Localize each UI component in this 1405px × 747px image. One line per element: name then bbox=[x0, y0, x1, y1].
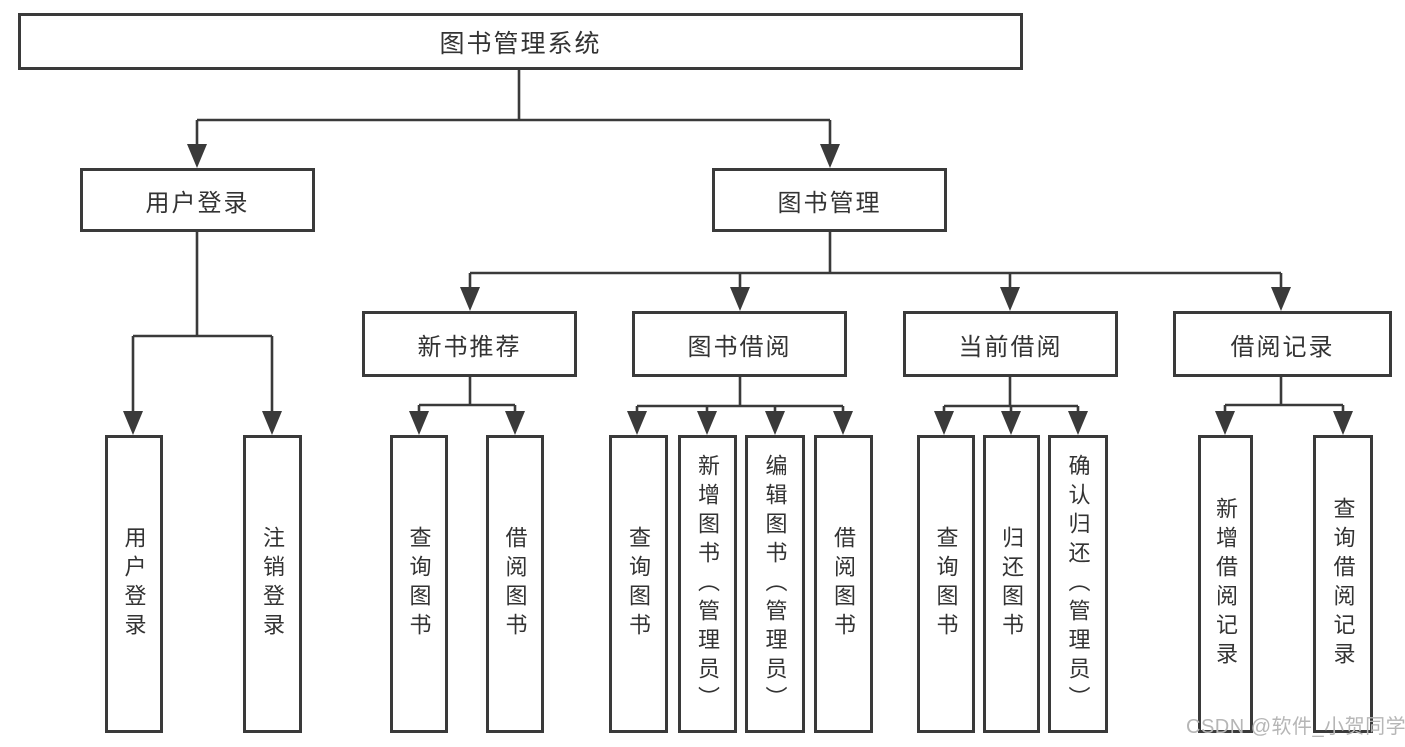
leaf-borrow-book-recommend-label: 借阅图书 bbox=[502, 526, 528, 642]
leaf-query-borrow-record-label: 查询借阅记录 bbox=[1330, 497, 1356, 671]
node-borrowing-records: 借阅记录 bbox=[1173, 311, 1392, 377]
leaf-add-book-admin: 新增图书（管理员） bbox=[678, 435, 737, 733]
node-book-borrowing: 图书借阅 bbox=[632, 311, 847, 377]
leaf-query-book-borrow-label: 查询图书 bbox=[626, 526, 652, 642]
leaf-borrow-book-recommend: 借阅图书 bbox=[486, 435, 544, 733]
leaf-confirm-return-admin: 确认归还（管理员） bbox=[1048, 435, 1108, 733]
leaf-return-book-label: 归还图书 bbox=[999, 526, 1025, 642]
leaf-query-book-recommend: 查询图书 bbox=[390, 435, 448, 733]
leaf-edit-book-admin-label: 编辑图书（管理员） bbox=[762, 453, 788, 715]
leaf-edit-book-admin: 编辑图书（管理员） bbox=[745, 435, 805, 733]
node-new-book-recommend-label: 新书推荐 bbox=[417, 333, 522, 361]
leaf-query-book-borrow: 查询图书 bbox=[609, 435, 668, 733]
leaf-borrow-book-borrow-label: 借阅图书 bbox=[831, 526, 857, 642]
leaf-add-book-admin-label: 新增图书（管理员） bbox=[695, 453, 721, 715]
node-current-borrowing-label: 当前借阅 bbox=[958, 333, 1063, 361]
node-new-book-recommend: 新书推荐 bbox=[362, 311, 577, 377]
leaf-confirm-return-admin-label: 确认归还（管理员） bbox=[1065, 453, 1091, 715]
leaf-return-book: 归还图书 bbox=[983, 435, 1040, 733]
node-library-system-label: 图书管理系统 bbox=[439, 29, 602, 58]
leaf-user-login-label: 用户登录 bbox=[121, 526, 147, 642]
node-user-login-label: 用户登录 bbox=[145, 189, 250, 217]
node-borrowing-records-label: 借阅记录 bbox=[1230, 333, 1335, 361]
leaf-logout: 注销登录 bbox=[243, 435, 302, 733]
leaf-add-borrow-record-label: 新增借阅记录 bbox=[1213, 497, 1239, 671]
csdn-watermark: CSDN @软件_小贺同学 bbox=[1186, 716, 1405, 738]
node-book-management-label: 图书管理 bbox=[777, 189, 882, 217]
node-book-borrowing-label: 图书借阅 bbox=[687, 333, 792, 361]
leaf-add-borrow-record: 新增借阅记录 bbox=[1198, 435, 1253, 733]
leaf-query-borrow-record: 查询借阅记录 bbox=[1313, 435, 1373, 733]
leaf-query-book-current-label: 查询图书 bbox=[933, 526, 959, 642]
node-user-login: 用户登录 bbox=[80, 168, 315, 232]
leaf-query-book-current: 查询图书 bbox=[917, 435, 975, 733]
leaf-user-login: 用户登录 bbox=[105, 435, 163, 733]
leaf-borrow-book-borrow: 借阅图书 bbox=[814, 435, 873, 733]
node-current-borrowing: 当前借阅 bbox=[903, 311, 1118, 377]
leaf-logout-label: 注销登录 bbox=[260, 526, 286, 642]
node-library-system: 图书管理系统 bbox=[18, 13, 1023, 70]
leaf-query-book-recommend-label: 查询图书 bbox=[406, 526, 432, 642]
node-book-management: 图书管理 bbox=[712, 168, 947, 232]
